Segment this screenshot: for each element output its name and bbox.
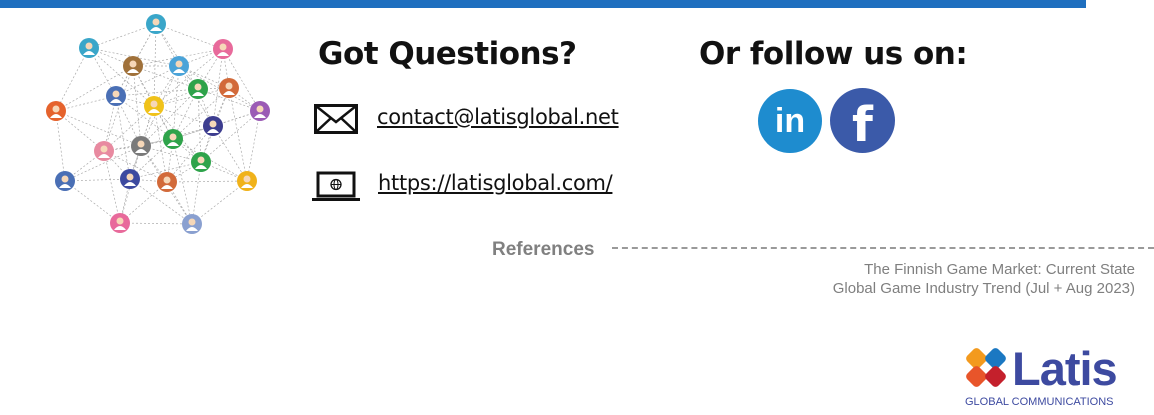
network-link (172, 65, 180, 140)
logo-tagline: GLOBAL COMMUNICATIONS (965, 396, 1114, 408)
network-link (222, 48, 261, 112)
network-link (103, 150, 121, 224)
network-link (119, 222, 193, 225)
network-link (119, 145, 142, 224)
latis-logo: Latis GLOBAL COMMUNICATIONS (965, 342, 1125, 410)
person-avatar-icon (191, 152, 211, 172)
network-link (132, 65, 199, 90)
network-link (155, 23, 224, 50)
person-avatar-icon (94, 141, 114, 161)
linkedin-button[interactable]: in (758, 89, 822, 153)
mail-icon (314, 104, 358, 134)
network-link (103, 105, 155, 152)
logo-wordmark: Latis (1012, 342, 1118, 395)
person-avatar-icon (106, 86, 126, 106)
person-avatar-icon (157, 172, 177, 192)
email-link[interactable]: contact@latisglobal.net (377, 105, 619, 129)
network-link (212, 125, 248, 182)
network-link (153, 87, 230, 107)
network-link (153, 23, 157, 107)
network-link (212, 48, 224, 127)
network-link (191, 161, 202, 225)
network-link (129, 178, 193, 225)
linkedin-icon: in (774, 101, 806, 140)
person-avatar-icon (250, 101, 270, 121)
person-avatar-icon (188, 79, 208, 99)
network-link (55, 110, 142, 147)
network-link (212, 87, 230, 127)
network-link (172, 125, 214, 140)
person-avatar-icon (163, 129, 183, 149)
network-link (64, 180, 121, 224)
network-link (166, 125, 214, 183)
person-avatar-icon (146, 14, 166, 34)
network-link (178, 65, 214, 127)
follow-us-heading: Or follow us on: (699, 36, 968, 72)
network-link (155, 23, 199, 90)
reference-item: Global Game Industry Trend (Jul + Aug 20… (832, 280, 1135, 297)
references-title: References (492, 239, 595, 260)
person-avatar-icon (182, 214, 202, 234)
network-link (132, 65, 142, 147)
person-avatar-icon (79, 38, 99, 58)
network-link (140, 145, 193, 225)
network-link (115, 95, 174, 140)
network-link (191, 180, 248, 225)
network-link (197, 88, 202, 163)
network-link (55, 110, 105, 152)
person-avatar-icon (203, 116, 223, 136)
network-link (115, 88, 199, 97)
website-link[interactable]: https://latisglobal.com/ (378, 171, 613, 195)
network-link (55, 65, 134, 112)
network-link (172, 87, 230, 140)
reference-item: The Finnish Game Market: Current State (864, 261, 1135, 278)
top-accent-bar (0, 0, 1086, 8)
person-avatar-icon (46, 101, 66, 121)
person-avatar-icon (110, 213, 130, 233)
laptop-globe-icon (312, 171, 360, 201)
logo-mark-icon (966, 348, 1006, 387)
person-avatar-icon (120, 169, 140, 189)
facebook-icon: f (852, 96, 873, 153)
network-link (55, 47, 90, 112)
network-link (178, 65, 261, 112)
network-link (64, 145, 142, 182)
facebook-button[interactable]: f (830, 88, 895, 153)
person-avatar-icon (55, 171, 75, 191)
person-avatar-icon (123, 56, 143, 76)
network-link (200, 110, 261, 163)
people-network-illustration (46, 14, 270, 234)
network-link (153, 105, 168, 183)
person-avatar-icon (131, 136, 151, 156)
network-link (246, 110, 261, 182)
person-avatar-icon (219, 78, 239, 98)
network-link (129, 161, 202, 180)
person-avatar-icon (169, 56, 189, 76)
network-link (103, 65, 134, 152)
network-link (200, 87, 230, 163)
network-link (88, 47, 155, 107)
network-link (166, 180, 248, 183)
person-avatar-icon (237, 171, 257, 191)
network-link (55, 110, 66, 182)
network-link (140, 88, 199, 147)
person-avatar-icon (213, 39, 233, 59)
network-link (88, 23, 157, 49)
got-questions-heading: Got Questions? (318, 36, 577, 72)
network-link (172, 138, 193, 225)
references-divider (612, 247, 1154, 249)
network-link (64, 178, 131, 182)
network-link (197, 88, 261, 112)
network-link (153, 48, 224, 107)
person-avatar-icon (144, 96, 164, 116)
